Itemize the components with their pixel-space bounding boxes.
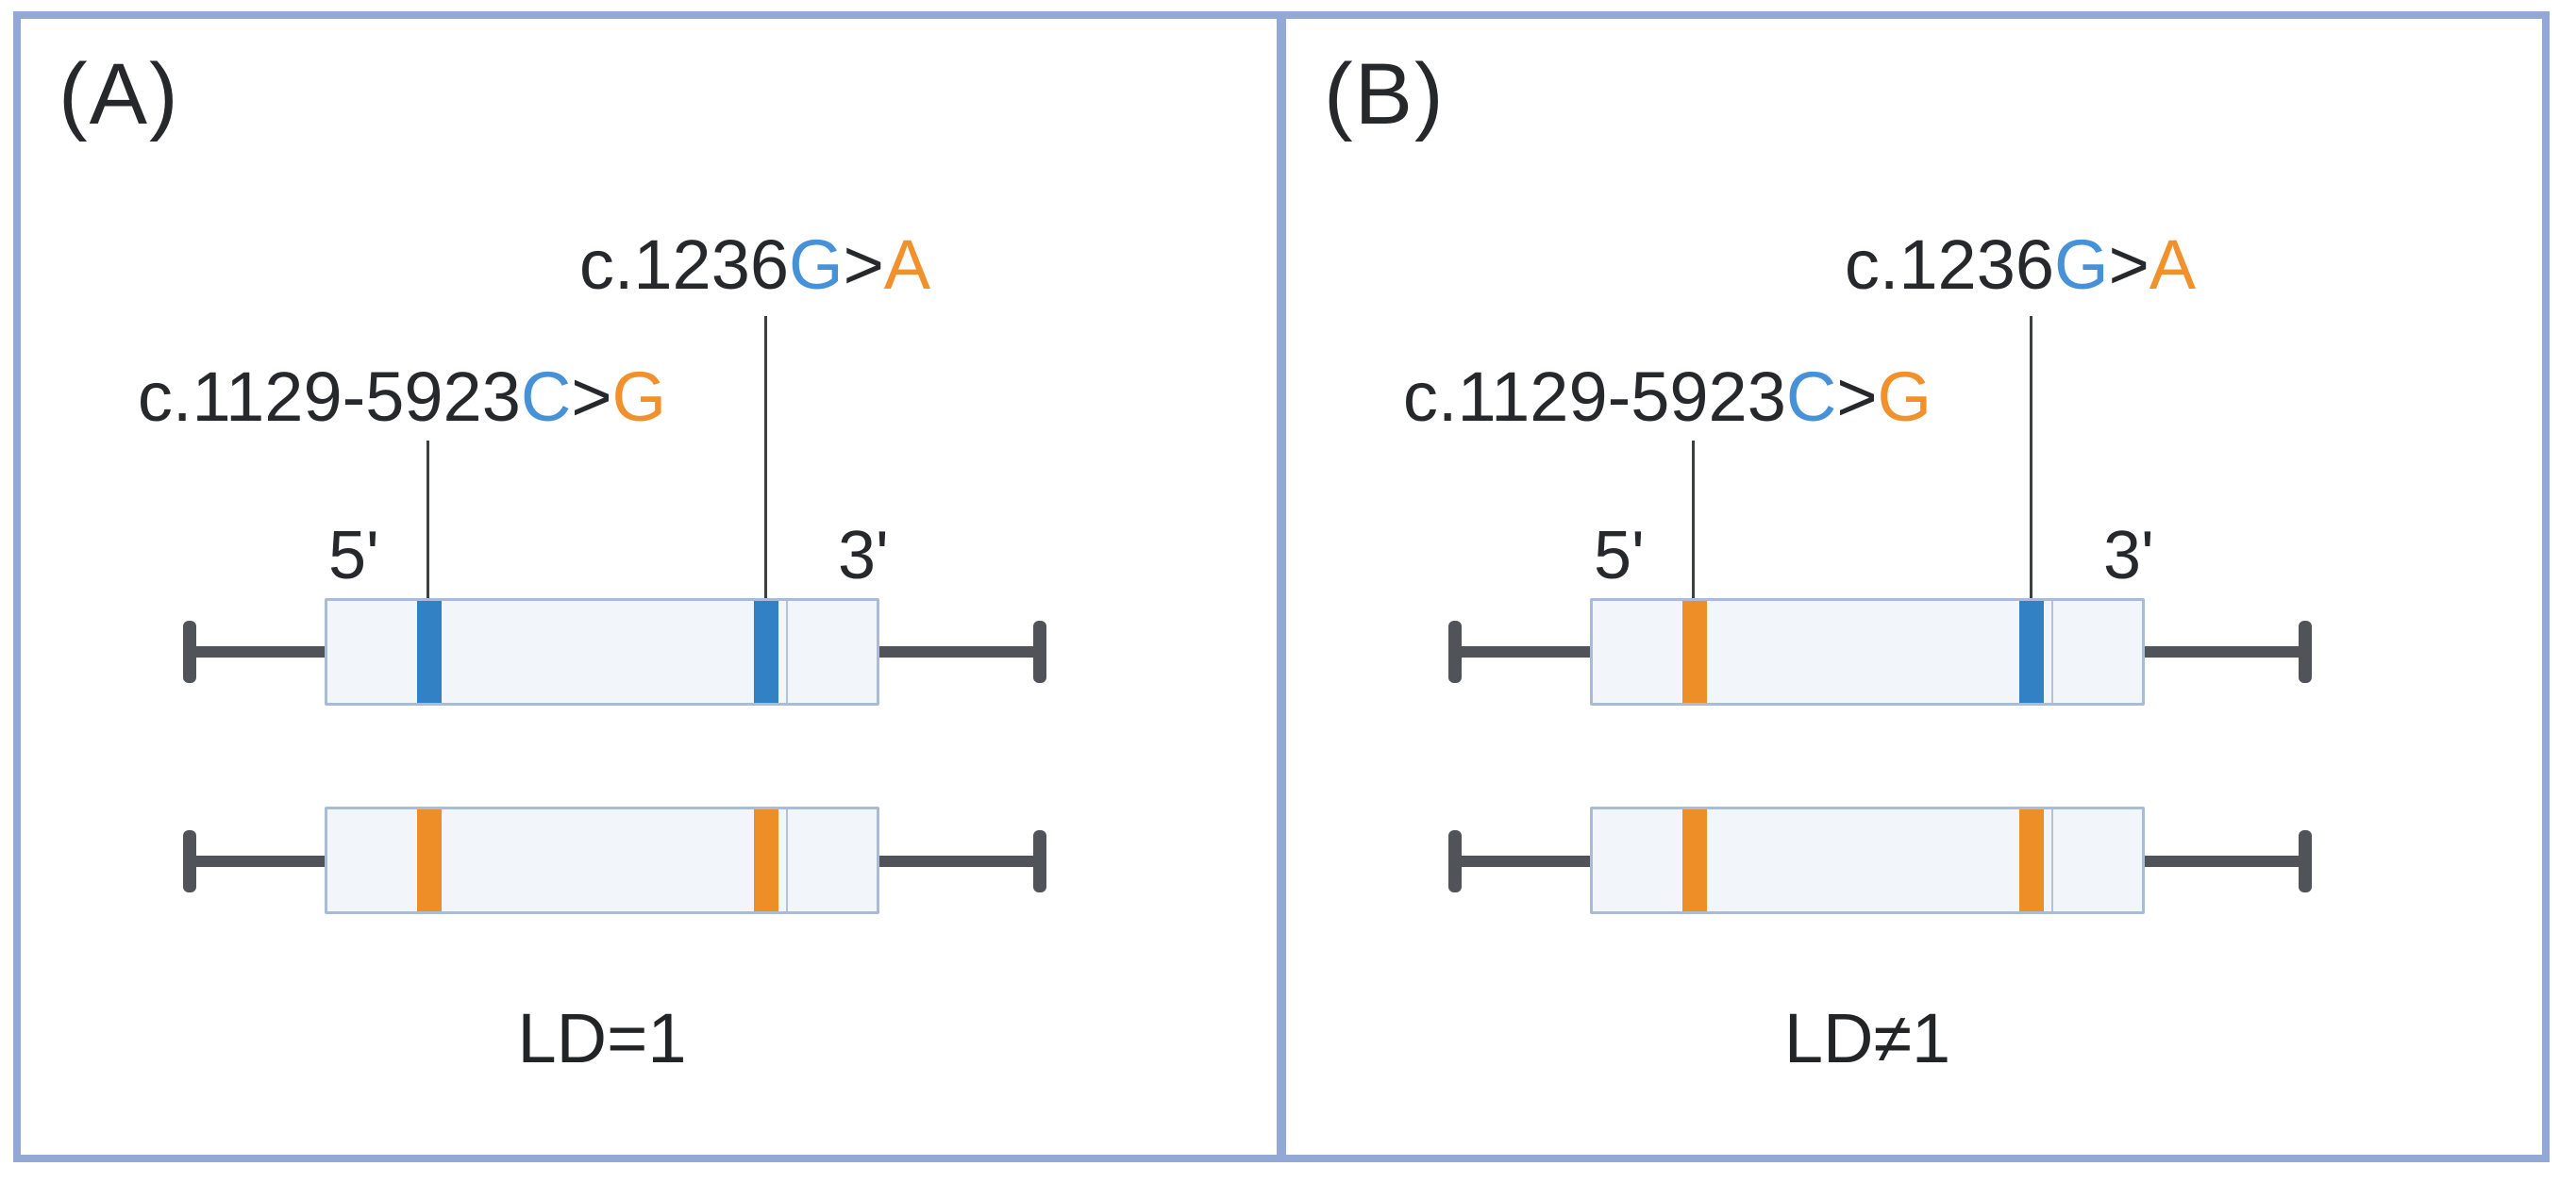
five-prime-label: 5': [328, 518, 379, 593]
variant-alt-allele: G: [1877, 358, 1932, 436]
chromosome-endcap-left: [183, 621, 196, 683]
gene-segment-boundary: [2051, 809, 2053, 911]
chromosome-endcap-left: [1448, 621, 1462, 683]
ld-status-label: LD≠1: [1783, 999, 1951, 1077]
gene-box: [1590, 598, 2145, 706]
variant-mark-c1236: [754, 809, 778, 911]
panel-b: (B) c.1236G>A c.1129-5923C>G 5' 3': [1286, 19, 2542, 1155]
gene-segment-boundary: [786, 809, 788, 911]
annotation-line-c1236: [764, 316, 767, 598]
variant-ref-allele: G: [789, 225, 844, 304]
panel-label: (B): [1324, 46, 1446, 142]
chromosome-endcap-right: [2299, 830, 2312, 892]
chromosome-endcap-right: [2299, 621, 2312, 683]
three-prime-label: 3': [838, 518, 889, 593]
variant-separator: >: [2108, 225, 2149, 304]
panel-a: (A) c.1236G>A c.1129-5923C>G 5' 3': [21, 19, 1277, 1155]
annotation-line-c1129: [427, 441, 429, 598]
gene-box: [1590, 807, 2145, 914]
annotation-line-c1236: [2030, 316, 2032, 598]
variant-separator: >: [843, 225, 884, 304]
variant-ref-allele: C: [520, 358, 572, 436]
gene-segment-boundary: [2051, 601, 2053, 703]
annotation-line-c1129: [1692, 441, 1695, 598]
variant-mark-c1236: [2019, 809, 2044, 911]
variant-alt-allele: A: [2149, 225, 2197, 304]
variant-separator: >: [571, 358, 612, 436]
variant-mark-c1236: [754, 601, 778, 703]
variant-separator: >: [1836, 358, 1878, 436]
variant-mark-c1236: [2019, 601, 2044, 703]
variant-position: c.1129-5923: [137, 358, 521, 436]
variant-mark-c1129: [417, 809, 442, 911]
variant-position: c.1236: [578, 225, 790, 304]
variant-alt-allele: A: [883, 225, 931, 304]
figure-frame: (A) c.1236G>A c.1129-5923C>G 5' 3': [13, 11, 2550, 1162]
panel-divider: [1277, 19, 1286, 1155]
chromosome-endcap-right: [1033, 830, 1046, 892]
chromosome-endcap-right: [1033, 621, 1046, 683]
variant-mark-c1129: [1682, 809, 1707, 911]
three-prime-label: 3': [2103, 518, 2154, 593]
chromosome-endcap-left: [1448, 830, 1462, 892]
gene-box: [325, 598, 879, 706]
five-prime-label: 5': [1594, 518, 1645, 593]
variant-ref-allele: C: [1785, 358, 1837, 436]
variant-mark-c1129: [417, 601, 442, 703]
panel-label: (A): [59, 46, 180, 142]
variant-label-c1236: c.1236G>A: [1845, 225, 2196, 305]
chromosome-endcap-left: [183, 830, 196, 892]
variant-position: c.1236: [1844, 225, 2055, 304]
variant-label-c1129: c.1129-5923C>G: [138, 357, 666, 437]
variant-ref-allele: G: [2054, 225, 2109, 304]
variant-label-c1236: c.1236G>A: [579, 225, 930, 305]
variant-label-c1129: c.1129-5923C>G: [1403, 357, 1932, 437]
gene-segment-boundary: [786, 601, 788, 703]
variant-position: c.1129-5923: [1402, 358, 1786, 436]
ld-status-label: LD=1: [517, 999, 687, 1077]
gene-box: [325, 807, 879, 914]
variant-mark-c1129: [1682, 601, 1707, 703]
variant-alt-allele: G: [611, 358, 667, 436]
